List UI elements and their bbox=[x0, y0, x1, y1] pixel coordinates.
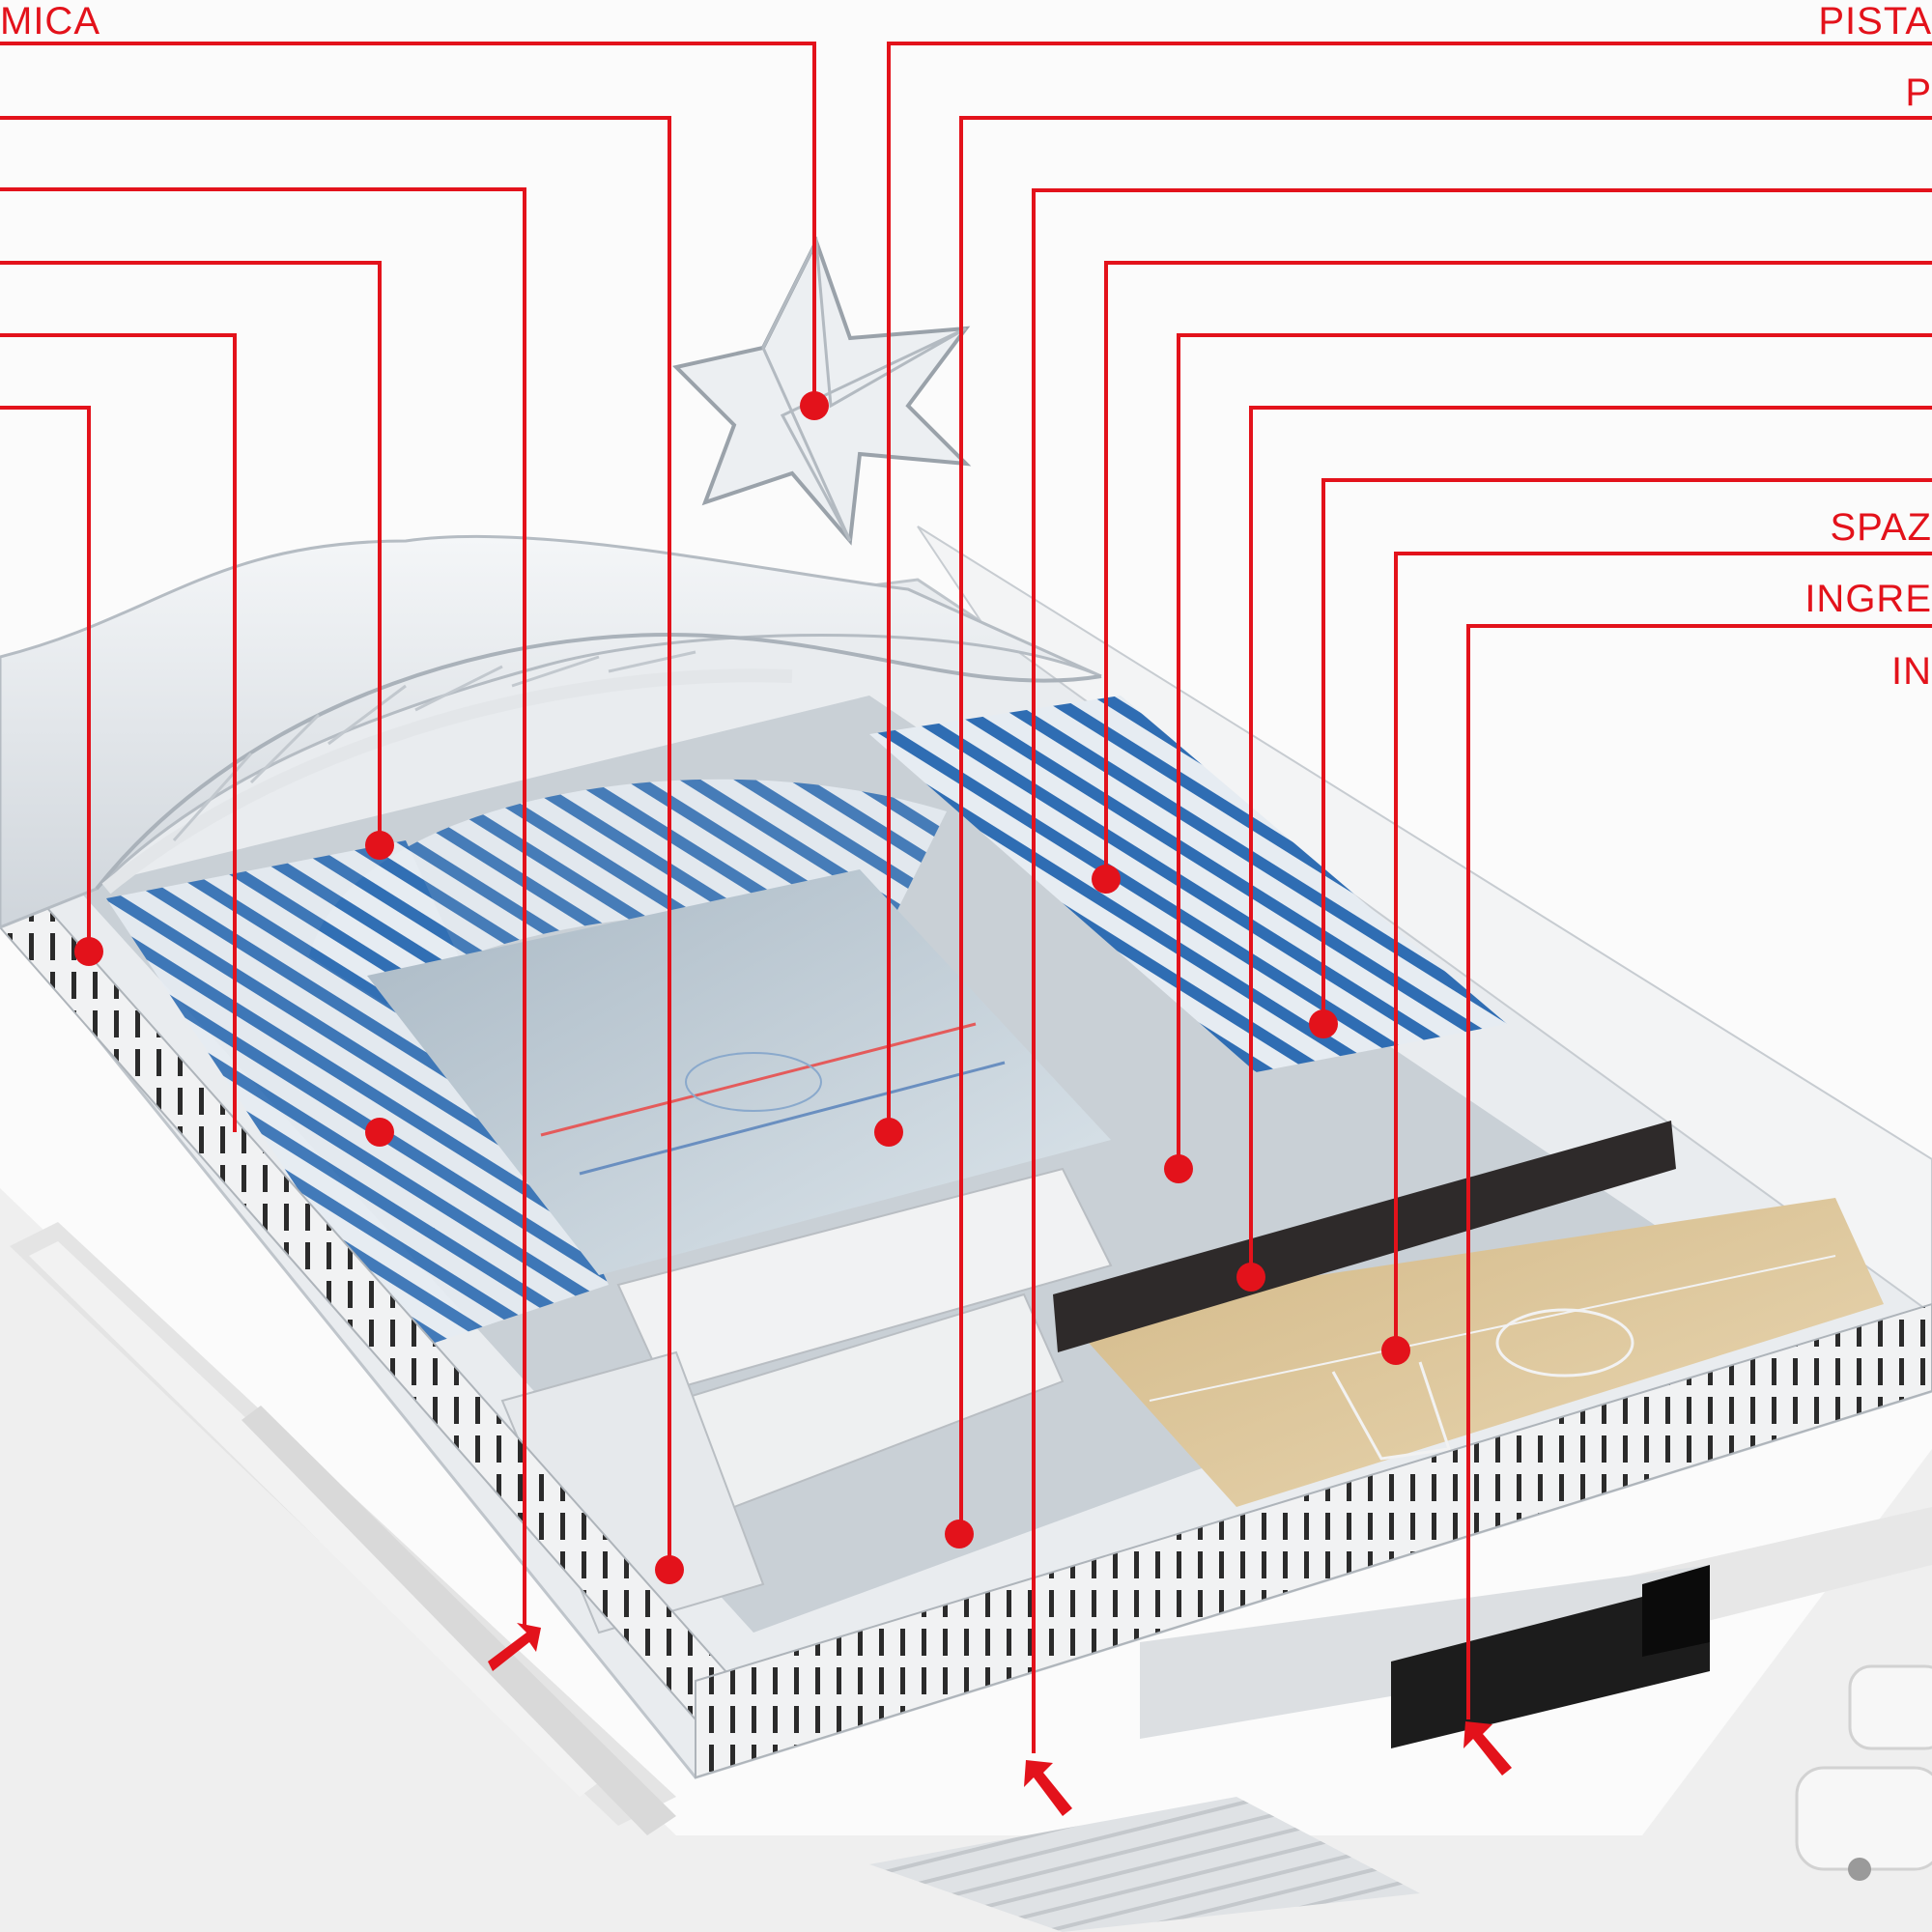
callout-leaders bbox=[0, 42, 1932, 1753]
callout-label-right-2: SPAZ bbox=[1830, 506, 1932, 549]
callout-label-right-1: P bbox=[1905, 71, 1932, 114]
callout-pins bbox=[74, 391, 1410, 1584]
arena-building bbox=[0, 526, 1932, 1779]
callout-label-right-0: PISTA bbox=[1818, 0, 1932, 43]
callout-label-right-4: IN bbox=[1891, 650, 1932, 693]
entrance-arrows bbox=[488, 1623, 1512, 1816]
callout-label-left-0: MICA bbox=[0, 0, 100, 43]
arena-roof bbox=[0, 534, 1102, 929]
star-sculpture bbox=[672, 236, 972, 546]
callout-label-right-3: INGRE bbox=[1804, 578, 1932, 620]
parked-vehicles bbox=[1795, 1664, 1932, 1881]
